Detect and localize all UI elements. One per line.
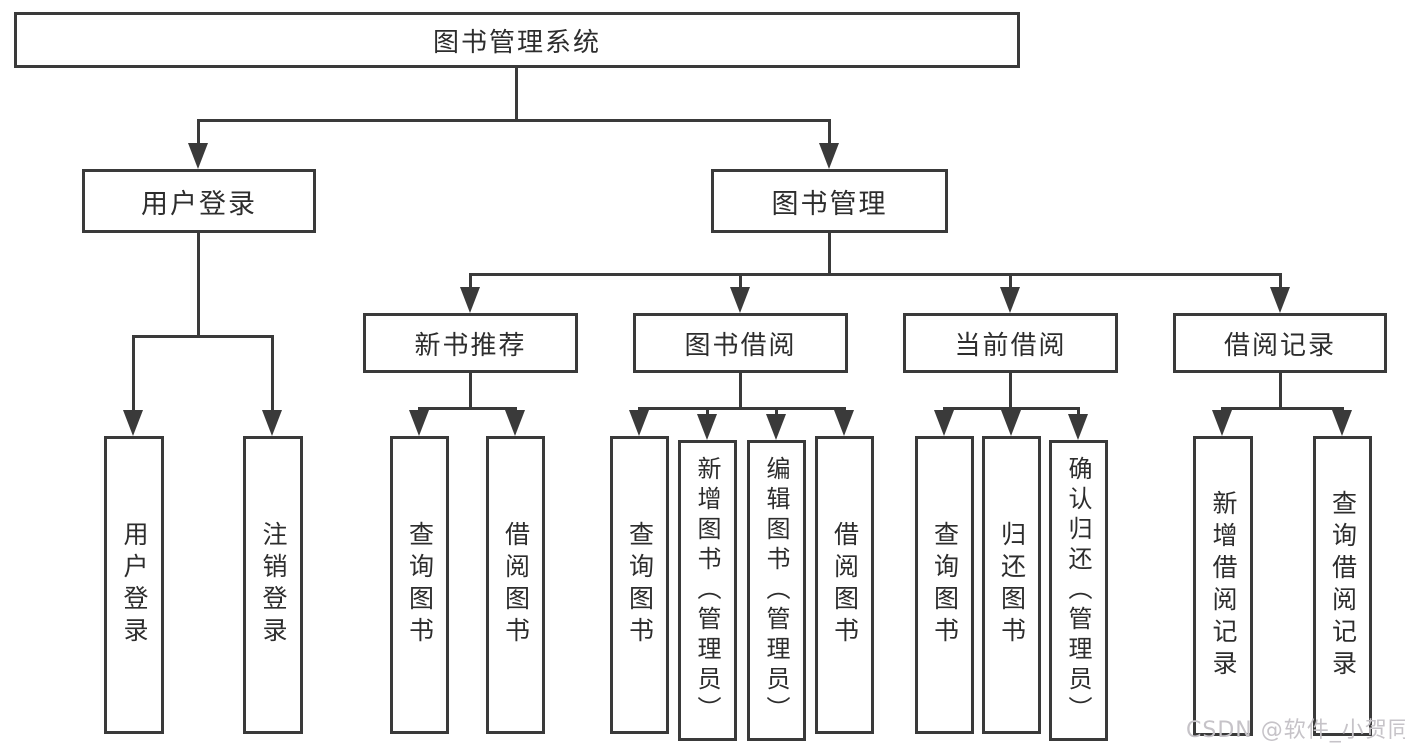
connector-shaft-leaf [775, 407, 778, 417]
connector-book-borrow-bus [638, 407, 846, 410]
connector-shaft-user-login [197, 119, 200, 149]
leaf-query-record-label: 查询借阅记录 [1328, 490, 1358, 682]
connector-shaft-l3 [739, 273, 742, 289]
node-book-mgmt-label: 图书管理 [771, 188, 888, 220]
arrow-down-icon [697, 414, 717, 440]
connector-shaft-leaf [132, 335, 135, 413]
connector-level3-bus [469, 273, 1281, 276]
leaf-logout: 注销登录 [243, 436, 303, 734]
arrow-down-icon [123, 410, 143, 436]
leaf-add-book: 新增图书（管理员） [678, 440, 737, 741]
leaf-confirm-return: 确认归还（管理员） [1049, 440, 1108, 741]
connector-shaft-leaf [706, 407, 709, 417]
connector-new-book-stub [469, 373, 472, 407]
arrow-down-icon [188, 143, 208, 169]
connector-shaft-leaf [1077, 407, 1080, 417]
node-book-borrow-label: 图书借阅 [684, 330, 797, 361]
connector-shaft-l3 [469, 273, 472, 289]
arrow-down-icon [629, 410, 649, 436]
node-book-mgmt: 图书管理 [711, 169, 948, 233]
arrow-down-icon [262, 410, 282, 436]
arrow-down-icon [1332, 410, 1352, 436]
connector-shaft-leaf [271, 335, 274, 413]
arrow-down-icon [1212, 410, 1232, 436]
arrow-down-icon [819, 143, 839, 169]
connector-level2-bus [197, 119, 831, 122]
node-user-login: 用户登录 [82, 169, 316, 233]
leaf-add-book-label: 新增图书（管理员） [693, 455, 721, 726]
leaf-query-book-3: 查询图书 [915, 436, 974, 734]
node-borrow-record: 借阅记录 [1173, 313, 1387, 373]
node-new-book-rec-label: 新书推荐 [414, 330, 527, 361]
connector-shaft-l3 [1279, 273, 1282, 289]
connector-new-book-bus [418, 407, 517, 410]
connector-book-borrow-stub [739, 373, 742, 407]
node-borrow-record-label: 借阅记录 [1223, 330, 1336, 361]
connector-shaft-l3 [1009, 273, 1012, 289]
leaf-query-book-1: 查询图书 [390, 436, 449, 734]
connector-user-login-bus [132, 335, 273, 338]
node-current-borrow: 当前借阅 [903, 313, 1118, 373]
arrow-down-icon [1001, 410, 1021, 436]
arrow-down-icon [460, 287, 480, 313]
leaf-return-book-label: 归还图书 [997, 521, 1027, 649]
leaf-user-login: 用户登录 [104, 436, 164, 734]
leaf-add-record-label: 新增借阅记录 [1209, 490, 1238, 682]
connector-borrow-record-stub [1279, 373, 1282, 407]
leaf-borrow-book-1: 借阅图书 [486, 436, 545, 734]
arrow-down-icon [1068, 414, 1088, 440]
leaf-query-record: 查询借阅记录 [1313, 436, 1372, 736]
arrow-down-icon [766, 414, 786, 440]
leaf-confirm-return-label: 确认归还（管理员） [1064, 455, 1092, 726]
arrow-down-icon [409, 410, 429, 436]
leaf-query-book-1-label: 查询图书 [405, 521, 435, 649]
connector-borrow-record-bus [1221, 407, 1342, 410]
node-book-borrow: 图书借阅 [633, 313, 848, 373]
node-root-label: 图书管理系统 [432, 27, 601, 58]
leaf-query-book-2: 查询图书 [610, 436, 669, 734]
node-new-book-rec: 新书推荐 [363, 313, 578, 373]
leaf-edit-book-label: 编辑图书（管理员） [762, 455, 790, 726]
leaf-return-book: 归还图书 [982, 436, 1041, 734]
node-user-login-label: 用户登录 [141, 188, 257, 220]
leaf-borrow-book-2: 借阅图书 [815, 436, 874, 734]
leaf-edit-book: 编辑图书（管理员） [747, 440, 806, 741]
arrow-down-icon [1000, 287, 1020, 313]
connector-root-stub [515, 68, 518, 119]
connector-user-login-stub [197, 233, 200, 335]
arrow-down-icon [834, 410, 854, 436]
leaf-user-login-label: 用户登录 [120, 521, 149, 649]
node-current-borrow-label: 当前借阅 [954, 330, 1067, 361]
leaf-query-book-3-label: 查询图书 [930, 521, 960, 649]
leaf-borrow-book-2-label: 借阅图书 [830, 521, 860, 649]
arrow-down-icon [730, 287, 750, 313]
connector-shaft-book-mgmt [828, 119, 831, 149]
node-root: 图书管理系统 [14, 12, 1020, 68]
arrow-down-icon [934, 410, 954, 436]
arrow-down-icon [505, 410, 525, 436]
arrow-down-icon [1270, 287, 1290, 313]
leaf-query-book-2-label: 查询图书 [625, 521, 655, 649]
connector-book-mgmt-stub [828, 233, 831, 273]
leaf-logout-label: 注销登录 [259, 521, 288, 649]
leaf-add-record: 新增借阅记录 [1193, 436, 1253, 736]
connector-current-borrow-stub [1009, 373, 1012, 407]
leaf-borrow-book-1-label: 借阅图书 [501, 521, 531, 649]
csdn-watermark: CSDN @软件_小贺同学 [1186, 718, 1405, 743]
